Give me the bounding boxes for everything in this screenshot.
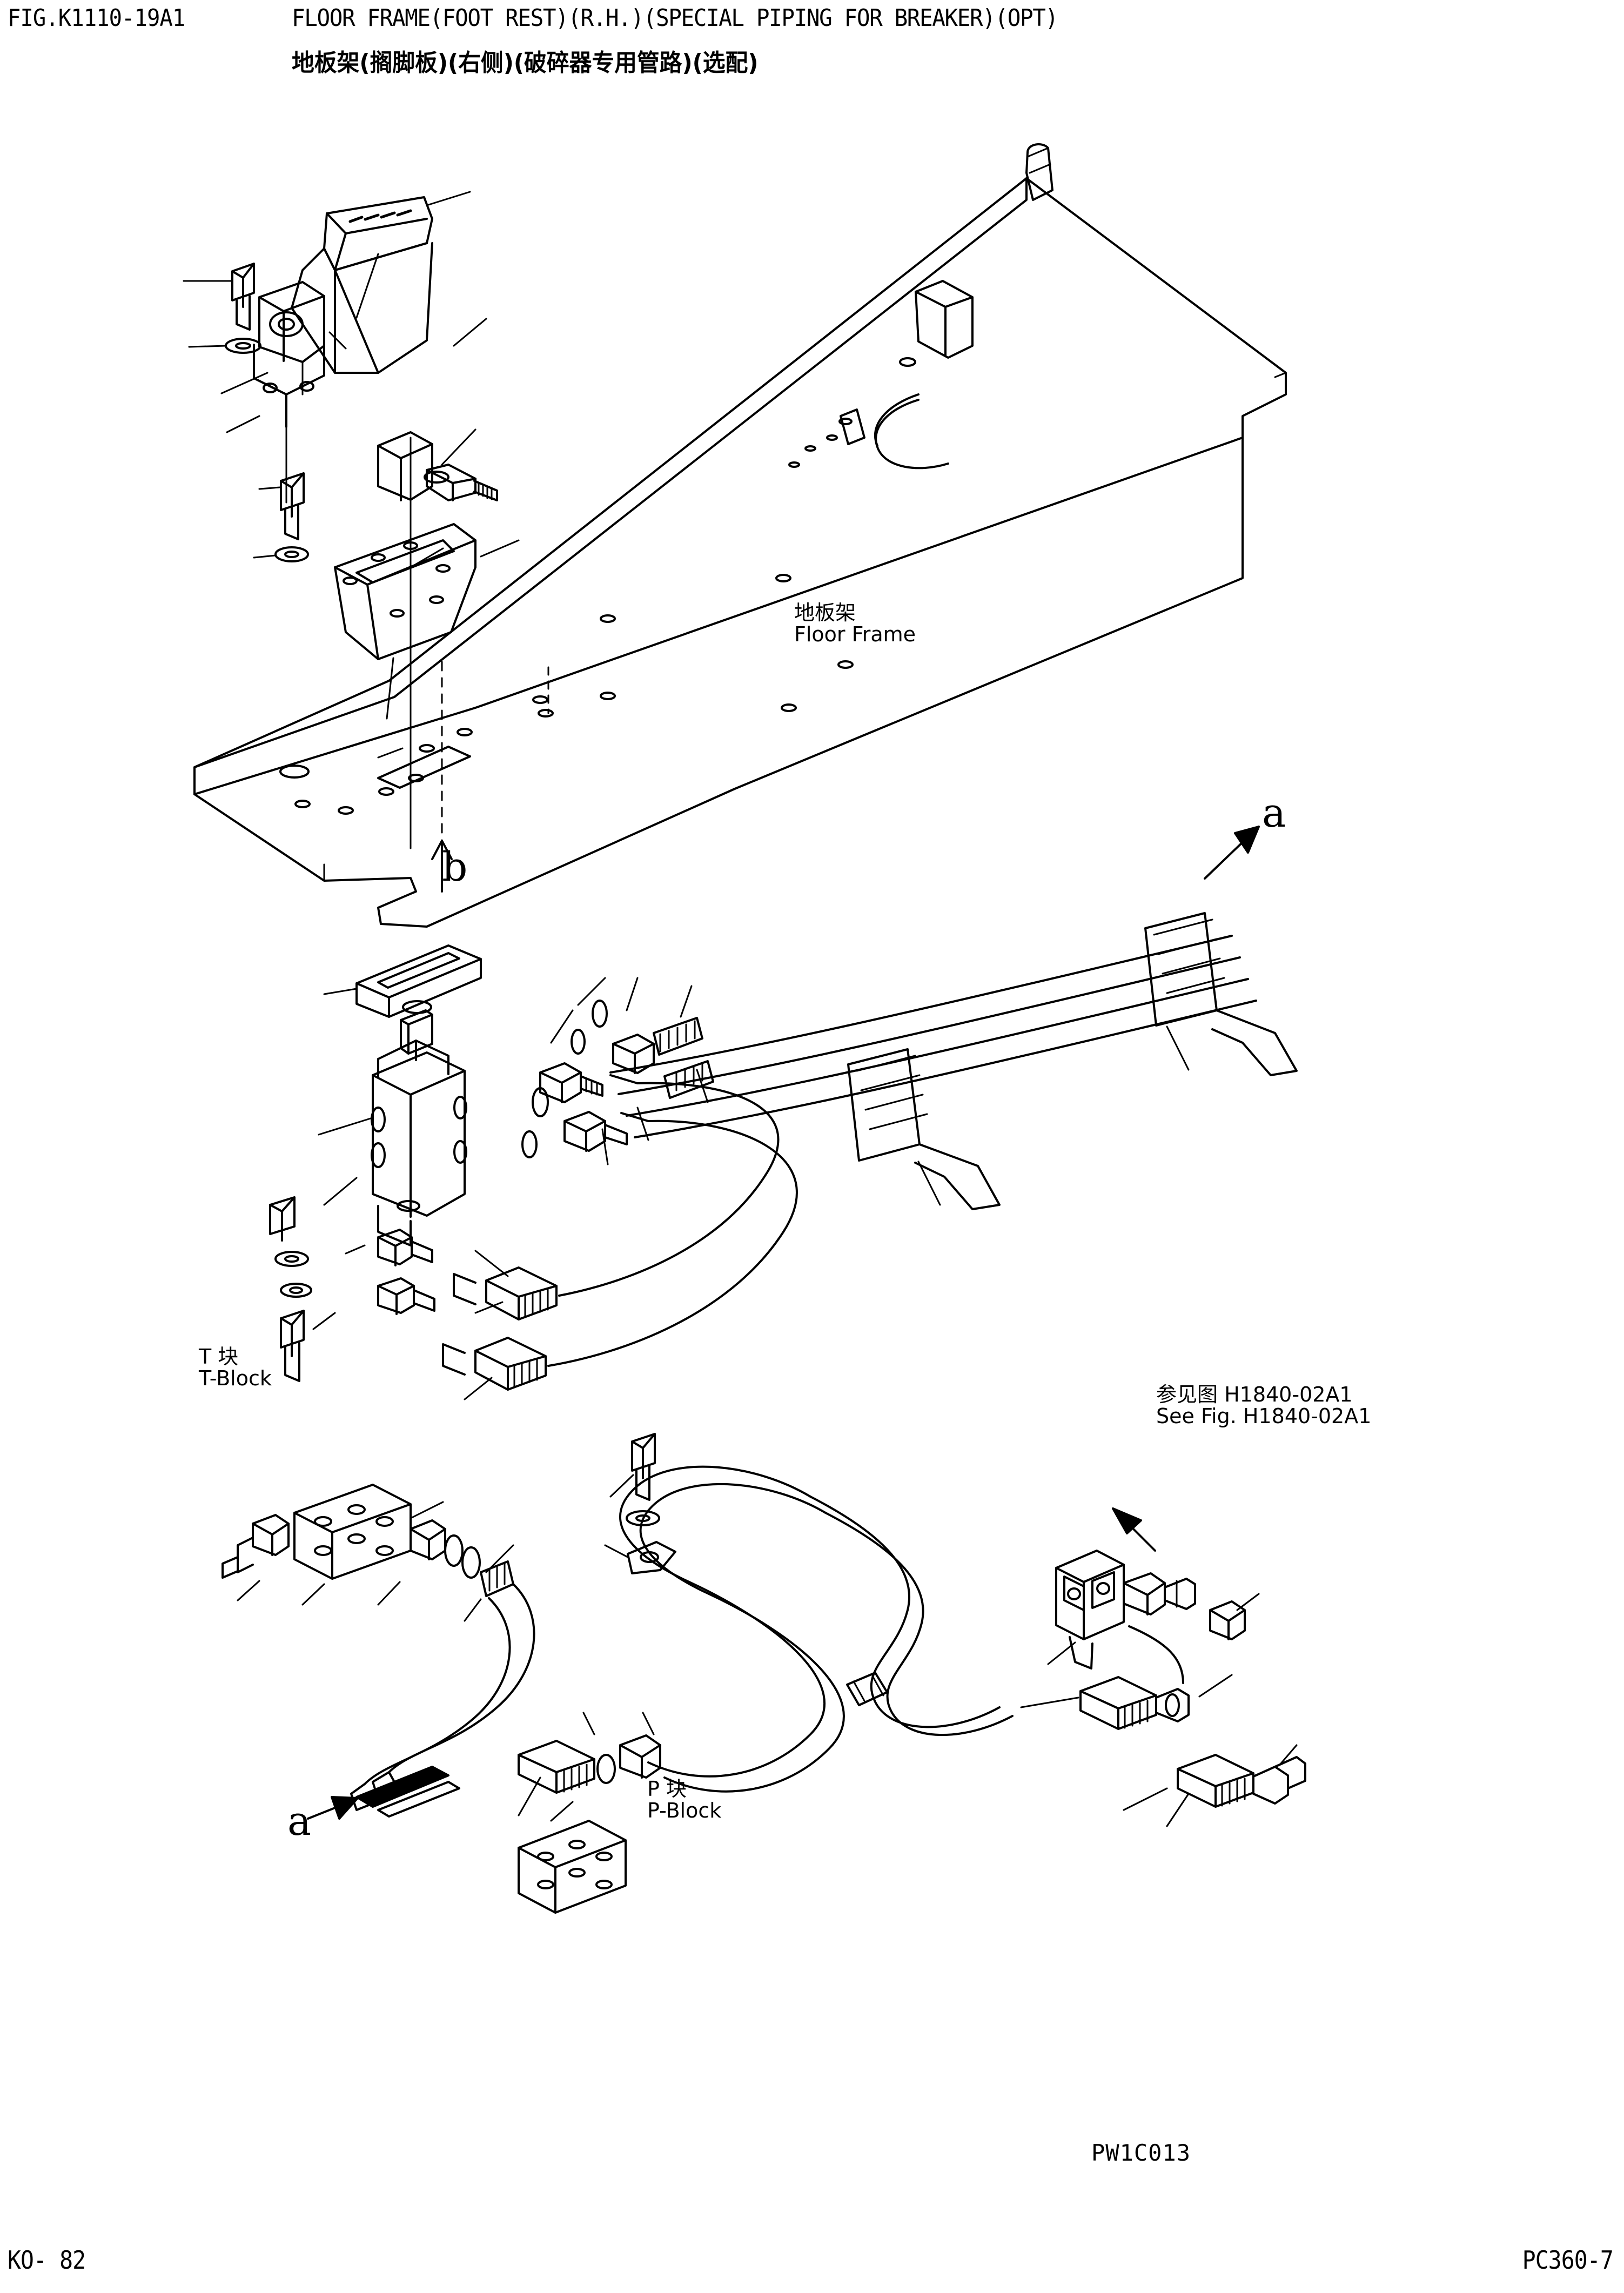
page-footer: KO- 82 PC360-7 [0,2201,1624,2293]
label-see-fig-cn: 参见图 H1840-02A1 [1156,1383,1353,1406]
label-floor-frame-cn: 地板架 [794,601,856,625]
spacer-bolt [424,464,498,501]
see-fig-arrow [1112,1507,1156,1552]
foot-rest-pedal [291,196,433,374]
pedal-bracket [253,281,325,428]
valve-cover-plate [355,944,482,1018]
t-block-left-fitting [222,1514,290,1579]
elbow-fittings [377,1200,435,1315]
hose-routing-middle [547,1074,798,1367]
p-block [518,1820,627,1914]
foot-rest-mounting-plate [334,523,477,660]
label-see-fig-en: See Fig. H1840-02A1 [1156,1404,1372,1428]
bottom-hose-routing [350,1465,1014,1811]
assembly-axis-b [410,437,549,893]
t-block [293,1484,412,1580]
p-block-hose-fittings [518,1734,661,1794]
section-arrow-a-top [1204,826,1260,880]
right-fittings [1079,1572,1306,1808]
section-a-plate-bottom [355,1766,460,1818]
section-mark-a-bottom: a [287,1798,312,1845]
bottom-hose-clamp [846,1672,888,1706]
label-t-block-cn: T 块 [199,1345,239,1369]
section-mark-a-top: a [1262,790,1286,836]
bottom-centre-bolt [626,1433,676,1574]
drawing-code: PW1C013 [1091,2140,1191,2166]
floor-frame-plate [193,177,1287,928]
floor-frame-holes [279,357,916,815]
upper-leader-lines [183,191,520,720]
figure-number: FIG.K1110-19A1 [8,4,185,32]
section-mark-b: b [442,844,468,890]
label-t-block-en: T-Block [199,1366,272,1390]
label-p-block-en: P-Block [647,1798,722,1822]
drawing-canvas [183,143,1306,1914]
label-p-block-cn: P 块 [647,1777,687,1801]
figure-title-english: FLOOR FRAME(FOOT REST)(R.H.)(SPECIAL PIP… [292,4,1058,32]
hose-ferrules-left [442,1266,558,1391]
spacer-block [377,431,433,501]
footer-left-code: KO- 82 [8,2245,86,2275]
label-p-block: P 块 P-Block [647,1777,722,1822]
label-floor-frame-en: Floor Frame [794,622,916,646]
t-block-right-fittings [410,1519,514,1597]
valve-fasteners [269,1196,312,1382]
bundle-fittings [521,1000,714,1158]
middle-leader-lines [312,977,1190,1400]
control-valve-block-right [1055,1550,1125,1670]
tube-bundle [609,912,1298,1210]
page-header: FIG.K1110-19A1 FLOOR FRAME(FOOT REST)(R.… [0,0,1624,97]
bottom-leader-lines [237,1474,1298,1827]
exploded-parts-drawing: 地板架 Floor Frame 参见图 H1840-02A1 See Fig. … [0,92,1624,2188]
section-arrow-a-bottom [307,1796,359,1820]
label-floor-frame: 地板架 Floor Frame [794,602,916,646]
plate-right-fittings [840,143,1053,470]
label-see-fig: 参见图 H1840-02A1 See Fig. H1840-02A1 [1156,1384,1371,1427]
footer-right-code: PC360-7 [1522,2245,1614,2275]
figure-title-chinese: 地板架(搁脚板)(右侧)(破碎器专用管路)(选配) [292,49,759,77]
pedal-valve-body [371,1000,467,1246]
upper-fasteners [225,263,309,562]
label-t-block: T 块 T-Block [199,1346,272,1390]
